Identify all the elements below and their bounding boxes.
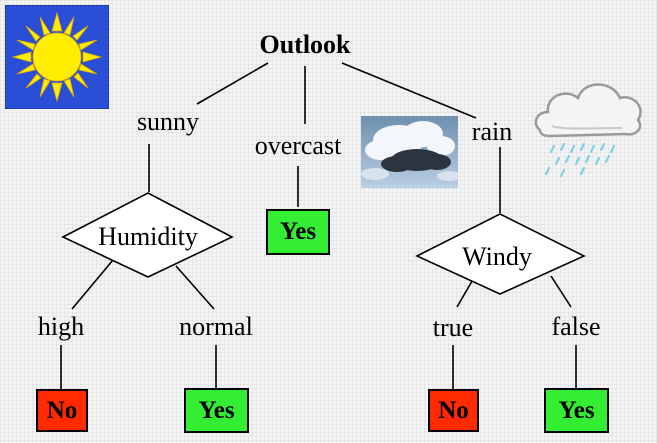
cloud-image xyxy=(361,116,458,188)
windy-node-shape xyxy=(415,213,586,295)
edge-label-false: false xyxy=(551,312,601,341)
branch-label-rain: rain xyxy=(471,117,513,146)
branch-label-sunny: sunny xyxy=(136,107,200,136)
node-label-humidity: Humidity xyxy=(98,222,198,251)
leaf-true-no: No xyxy=(428,389,479,432)
sun-icon xyxy=(5,5,109,109)
leaf-high-no: No xyxy=(36,389,88,432)
edge-outlook-sunny xyxy=(196,62,269,105)
edge-humidity-high xyxy=(71,259,114,310)
edge-windy-false xyxy=(550,275,572,308)
leaf-normal-yes: Yes xyxy=(184,388,249,433)
rain-cloud-icon xyxy=(534,83,642,178)
humidity-node-shape xyxy=(61,192,234,278)
leaf-false-yes: Yes xyxy=(544,388,609,433)
edge-humidity-normal xyxy=(175,265,215,310)
edge-label-true: true xyxy=(432,313,474,342)
leaf-overcast-yes: Yes xyxy=(266,209,330,255)
branch-label-overcast: overcast xyxy=(254,131,342,160)
edge-label-normal: normal xyxy=(179,312,253,341)
edge-label-high: high xyxy=(37,312,85,341)
root-node-outlook: Outlook xyxy=(259,30,351,59)
edge-outlook-rain xyxy=(341,62,477,119)
node-label-windy: Windy xyxy=(462,242,532,271)
